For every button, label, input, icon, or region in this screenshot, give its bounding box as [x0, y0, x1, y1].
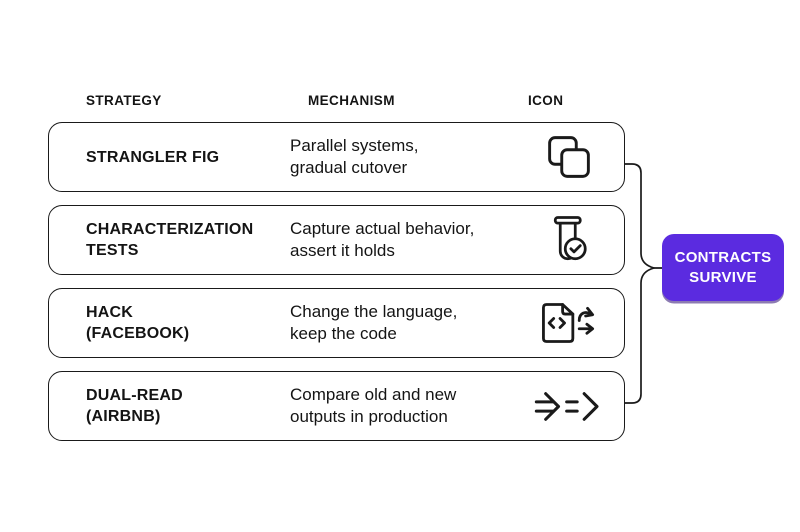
- strategy-label: DUAL-READ (AIRBNB): [86, 387, 183, 425]
- mechanism-text: Change the language, keep the code: [290, 302, 458, 343]
- table-row-dual-read-airbnb: DUAL-READ (AIRBNB) Compare old and new o…: [48, 371, 625, 441]
- table-row-characterization-tests: CHARACTERIZATION TESTS Capture actual be…: [48, 205, 625, 275]
- table-row-strangler-fig: STRANGLER FIG Parallel systems, gradual …: [48, 122, 625, 192]
- column-header-mechanism: MECHANISM: [308, 93, 395, 108]
- column-header-icon: ICON: [528, 93, 564, 108]
- strategy-label: HACK (FACEBOOK): [86, 304, 190, 342]
- mechanism-text: Compare old and new outputs in productio…: [290, 385, 457, 426]
- double-arrows-icon: [534, 390, 604, 423]
- copy-squares-icon: [546, 134, 592, 180]
- test-tube-check-icon: [550, 215, 588, 265]
- mechanism-text: Parallel systems, gradual cutover: [290, 136, 419, 177]
- strategy-label: STRANGLER FIG: [86, 148, 220, 166]
- strategy-label: CHARACTERIZATION TESTS: [86, 221, 254, 259]
- column-header-strategy: STRATEGY: [86, 93, 162, 108]
- mechanism-text: Capture actual behavior, assert it holds: [290, 219, 475, 260]
- brace-connector: [624, 163, 664, 404]
- table-row-hack-facebook: HACK (FACEBOOK) Change the language, kee…: [48, 288, 625, 358]
- contracts-survive-badge: CONTRACTS SURVIVE: [662, 234, 784, 301]
- code-file-swap-icon: [538, 300, 600, 346]
